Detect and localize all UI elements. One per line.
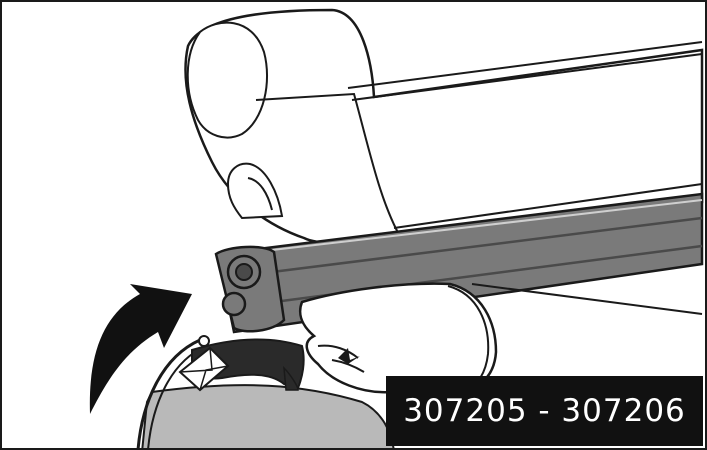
case-bracket: [226, 162, 284, 220]
strap-tail: [283, 366, 299, 391]
support-arm-line: [471, 283, 703, 315]
rail-top-highlight: [271, 199, 703, 251]
rail-end-hole-lower: [221, 291, 247, 317]
part-number-label: 307205 - 307206: [386, 376, 703, 446]
bracket-notch: [247, 177, 273, 211]
rail-end-hole-upper-inner: [235, 263, 253, 281]
case-end-cap: [186, 21, 268, 139]
tank-surface: [141, 384, 395, 448]
finger-lines: [317, 344, 365, 373]
case-seam: [255, 92, 403, 241]
guide-rod: [136, 338, 201, 448]
case-top-edge: [347, 41, 703, 101]
strap-clip: [338, 348, 360, 364]
rotation-arrow-icon: [89, 284, 192, 414]
rod-end: [198, 335, 210, 347]
envelope-tag-icon: [178, 346, 230, 392]
